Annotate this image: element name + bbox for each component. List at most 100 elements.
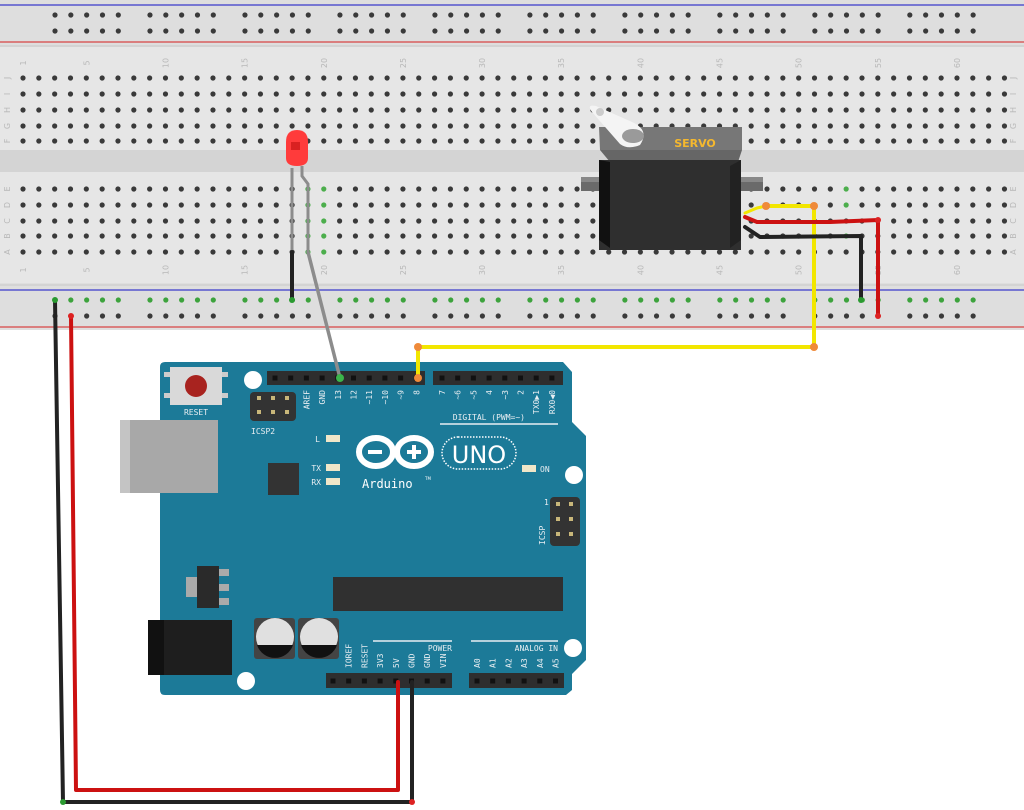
breadboard-hole[interactable]: [83, 249, 89, 255]
rail-hole[interactable]: [68, 297, 74, 303]
breadboard-hole[interactable]: [147, 202, 153, 208]
breadboard-hole[interactable]: [337, 202, 343, 208]
breadboard-hole[interactable]: [242, 233, 248, 239]
breadboard-hole[interactable]: [99, 249, 105, 255]
header-pin[interactable]: [455, 375, 461, 381]
header-pin[interactable]: [398, 375, 404, 381]
breadboard-hole[interactable]: [20, 202, 26, 208]
rail-hole[interactable]: [194, 297, 201, 303]
breadboard-hole[interactable]: [843, 202, 849, 208]
breadboard-hole[interactable]: [226, 233, 232, 239]
breadboard-hole[interactable]: [986, 233, 992, 239]
breadboard-hole[interactable]: [99, 123, 105, 129]
breadboard-hole[interactable]: [52, 249, 58, 255]
breadboard-hole[interactable]: [511, 233, 517, 239]
breadboard-hole[interactable]: [67, 202, 74, 208]
breadboard-hole[interactable]: [321, 123, 327, 129]
breadboard-hole[interactable]: [321, 138, 327, 144]
breadboard-hole[interactable]: [986, 107, 992, 113]
breadboard-hole[interactable]: [52, 138, 58, 144]
breadboard-hole[interactable]: [574, 123, 580, 129]
breadboard-hole[interactable]: [970, 138, 976, 144]
breadboard-hole[interactable]: [542, 75, 548, 81]
breadboard-hole[interactable]: [368, 186, 374, 192]
rail-hole[interactable]: [669, 12, 675, 18]
breadboard-hole[interactable]: [558, 75, 564, 81]
rail-hole[interactable]: [574, 313, 580, 319]
breadboard-hole[interactable]: [337, 249, 343, 255]
breadboard-hole[interactable]: [226, 202, 232, 208]
rail-hole[interactable]: [432, 12, 438, 18]
breadboard-hole[interactable]: [970, 186, 976, 192]
rail-hole[interactable]: [558, 297, 565, 303]
header-pin[interactable]: [272, 375, 278, 381]
rail-hole[interactable]: [68, 12, 74, 18]
breadboard-hole[interactable]: [764, 138, 770, 144]
breadboard-hole[interactable]: [178, 233, 184, 239]
breadboard-hole[interactable]: [526, 123, 533, 129]
breadboard-hole[interactable]: [257, 186, 264, 192]
rail-hole[interactable]: [923, 297, 929, 303]
breadboard-hole[interactable]: [542, 138, 548, 144]
breadboard-hole[interactable]: [986, 138, 992, 144]
breadboard-hole[interactable]: [20, 138, 26, 144]
breadboard-hole[interactable]: [495, 107, 501, 113]
breadboard-hole[interactable]: [400, 202, 406, 208]
breadboard-hole[interactable]: [147, 75, 153, 81]
breadboard-hole[interactable]: [83, 233, 89, 239]
header-pin[interactable]: [537, 678, 543, 684]
breadboard-hole[interactable]: [796, 91, 802, 97]
breadboard-hole[interactable]: [242, 186, 248, 192]
breadboard-hole[interactable]: [147, 123, 153, 129]
breadboard-hole[interactable]: [479, 138, 485, 144]
breadboard-hole[interactable]: [368, 75, 374, 81]
rail-hole[interactable]: [210, 28, 216, 34]
breadboard-hole[interactable]: [748, 138, 754, 144]
breadboard-hole[interactable]: [257, 202, 264, 208]
breadboard-hole[interactable]: [337, 75, 343, 81]
breadboard-hole[interactable]: [954, 233, 960, 239]
breadboard-hole[interactable]: [685, 91, 691, 97]
rail-hole[interactable]: [653, 12, 660, 18]
breadboard-hole[interactable]: [764, 91, 770, 97]
breadboard-hole[interactable]: [431, 75, 438, 81]
breadboard-hole[interactable]: [337, 186, 343, 192]
breadboard-hole[interactable]: [511, 186, 517, 192]
breadboard-hole[interactable]: [906, 138, 913, 144]
breadboard-hole[interactable]: [147, 138, 153, 144]
breadboard-hole[interactable]: [321, 91, 327, 97]
breadboard-hole[interactable]: [542, 186, 548, 192]
breadboard-hole[interactable]: [653, 249, 659, 255]
breadboard-hole[interactable]: [20, 218, 26, 224]
breadboard-hole[interactable]: [273, 91, 279, 97]
breadboard-hole[interactable]: [162, 249, 169, 255]
rail-hole[interactable]: [495, 313, 501, 319]
breadboard-hole[interactable]: [226, 123, 232, 129]
breadboard-hole[interactable]: [954, 186, 960, 192]
breadboard-hole[interactable]: [52, 107, 58, 113]
header-pin[interactable]: [505, 678, 511, 684]
rail-hole[interactable]: [369, 28, 375, 34]
breadboard-hole[interactable]: [827, 91, 833, 97]
rail-hole[interactable]: [527, 12, 533, 18]
breadboard-hole[interactable]: [210, 186, 216, 192]
breadboard-hole[interactable]: [463, 123, 469, 129]
header-pin[interactable]: [382, 375, 388, 381]
rail-hole[interactable]: [479, 297, 486, 303]
breadboard-hole[interactable]: [36, 91, 42, 97]
breadboard-hole[interactable]: [384, 186, 390, 192]
breadboard-hole[interactable]: [479, 233, 485, 239]
breadboard-hole[interactable]: [352, 107, 359, 113]
breadboard-hole[interactable]: [131, 186, 137, 192]
rail-hole[interactable]: [147, 28, 153, 34]
breadboard-hole[interactable]: [495, 218, 501, 224]
breadboard-hole[interactable]: [748, 75, 754, 81]
breadboard-hole[interactable]: [178, 75, 184, 81]
breadboard-hole[interactable]: [337, 218, 343, 224]
rail-hole[interactable]: [448, 313, 454, 319]
breadboard-hole[interactable]: [621, 91, 628, 97]
rail-hole[interactable]: [448, 28, 454, 34]
breadboard-hole[interactable]: [542, 91, 548, 97]
breadboard-hole[interactable]: [131, 218, 137, 224]
breadboard-hole[interactable]: [922, 249, 928, 255]
